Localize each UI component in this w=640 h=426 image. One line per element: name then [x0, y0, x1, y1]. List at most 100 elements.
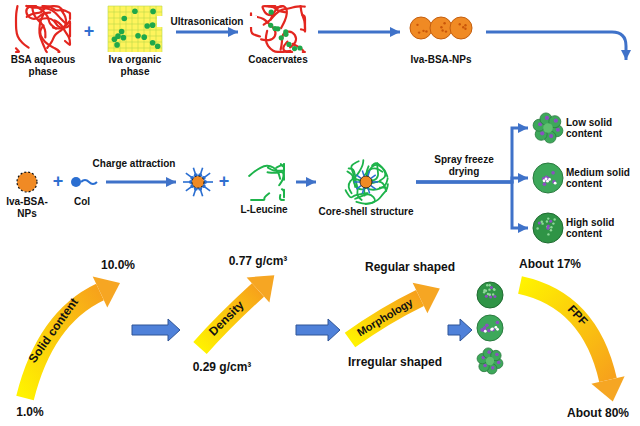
particle-illustration [485, 295, 488, 298]
nanoparticle-illustration [430, 17, 452, 39]
leucine-illustration [268, 172, 284, 180]
particle-illustration [543, 179, 546, 182]
step-arrow [296, 319, 340, 341]
particle-illustration [483, 291, 485, 293]
value-label: Regular shaped [355, 261, 465, 275]
step-arrow [448, 319, 472, 341]
coacervate-illustration [297, 45, 302, 50]
particle-illustration [497, 361, 501, 365]
plus-sign: + [82, 21, 96, 42]
core-shell-illustration [356, 175, 361, 179]
core-shell-illustration [380, 184, 388, 189]
particle-illustration [486, 284, 488, 286]
phase-figure: BSA aqueous phase [2, 4, 84, 77]
particle-illustration [484, 330, 487, 333]
colistin-illustration [71, 177, 81, 187]
organic-phase-illustration [150, 40, 156, 46]
organic-phase-illustration [108, 48, 162, 49]
nanoparticle-illustration [450, 17, 472, 39]
particle-figure: Medium solid content [528, 156, 636, 200]
particle-illustration [491, 328, 495, 332]
particle-illustration [489, 296, 492, 299]
process-arrow [318, 31, 400, 34]
coacervate-illustration [272, 26, 277, 31]
process-arrow [176, 31, 238, 34]
trend-label: FPF [555, 293, 599, 339]
node-caption: Iva-BSA-NPs [400, 54, 482, 66]
node-caption: Iva-BSA-NPs [0, 196, 54, 219]
particle-illustration [533, 163, 563, 193]
particle-illustration [533, 213, 563, 243]
nanoparticle-illustration [440, 26, 442, 28]
value-label: About 80% [563, 407, 633, 421]
particle-illustration [547, 217, 549, 219]
particle-illustration [553, 218, 555, 220]
leucine-illustration [280, 195, 284, 200]
wrap-arrow [486, 32, 626, 60]
nanoparticle-illustration [410, 17, 432, 39]
coacervate-illustration [293, 44, 305, 52]
particle-illustration [496, 328, 499, 331]
node-caption: Core-shell structure [316, 206, 416, 218]
colistin-illustration [71, 177, 97, 187]
organic-phase-illustration [115, 33, 121, 39]
organic-phase-illustration [114, 42, 120, 48]
organic-phase-illustration [132, 6, 133, 52]
colistin-illustration [81, 180, 97, 184]
nanoparticle-illustration [459, 23, 461, 25]
particle-illustration [486, 357, 494, 365]
organic-phase-illustration [121, 16, 127, 22]
particle-illustration [493, 295, 496, 298]
process-arrow [296, 181, 316, 184]
coacervate-figure: Coacervates [238, 4, 318, 66]
nanoparticle-illustration [443, 22, 445, 24]
arrow-label: Ultrasonication [157, 16, 257, 28]
organic-phase-illustration [135, 33, 141, 39]
plus-sign: + [217, 171, 231, 192]
coacervate-illustration [292, 46, 297, 51]
leucine-figure: L-Leucine [232, 160, 296, 216]
value-label: 1.0% [5, 406, 55, 420]
particle-illustration [552, 180, 556, 184]
organic-phase-illustration [108, 6, 162, 52]
particle-illustration [493, 288, 495, 290]
wrap-arrow [486, 32, 626, 60]
organic-phase-illustration [119, 29, 125, 35]
particle-illustration [477, 282, 503, 308]
node-caption: Iva organic phase [94, 54, 176, 77]
particle-illustration [548, 178, 551, 181]
particle-illustration [536, 227, 538, 229]
organic-phase-illustration [150, 22, 156, 28]
coacervate-illustration [269, 10, 274, 15]
value-label: Irregular shaped [340, 356, 450, 370]
value-label: 0.29 g/cm³ [177, 361, 267, 375]
step-arrow [132, 319, 472, 341]
node-caption: BSA aqueous phase [2, 54, 84, 77]
trend-arrow [93, 277, 120, 308]
process-arrow [106, 181, 176, 184]
particle-illustration [490, 328, 493, 331]
particle-illustration [538, 222, 541, 225]
core-shell-illustration [349, 160, 364, 193]
nanoparticle-illustration [425, 30, 427, 32]
particle-illustration [546, 220, 548, 222]
trend-arrow [247, 275, 275, 302]
particle-illustration [543, 123, 553, 133]
nanoparticle-illustration [422, 30, 424, 32]
coacervate-illustration [268, 23, 273, 28]
core-shell-illustration [346, 190, 368, 197]
core-shell-illustration [356, 190, 386, 203]
particle-illustration [488, 288, 490, 290]
process-arrow [416, 182, 528, 228]
node-caption: Low solid content [566, 117, 634, 140]
trend-label: Density [194, 286, 260, 352]
organic-phase-illustration [150, 9, 156, 15]
particle-illustration [547, 233, 549, 235]
particle-illustration [541, 221, 543, 223]
value-label: About 17% [510, 258, 590, 272]
core-shell-illustration [354, 181, 360, 183]
organic-phase-illustration [150, 6, 151, 52]
particle-illustration [545, 177, 548, 180]
particle-illustration [491, 366, 495, 370]
leucine-illustration [249, 164, 284, 200]
